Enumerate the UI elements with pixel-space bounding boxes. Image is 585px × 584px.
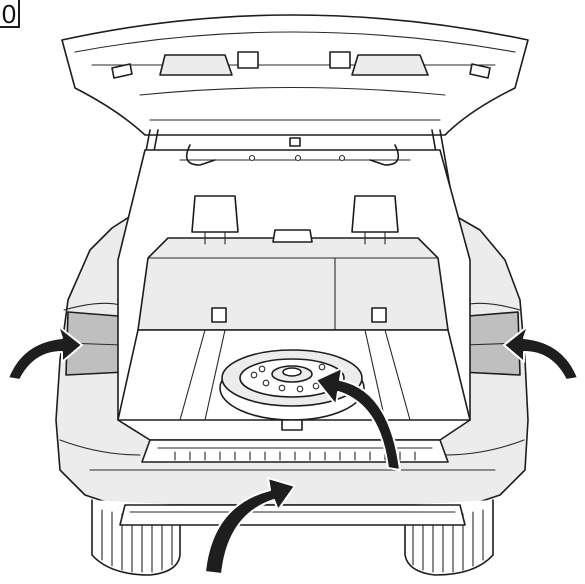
figure-label: 0 [0,0,20,28]
tailgate-open [62,15,528,135]
rear-bumper [120,505,465,525]
